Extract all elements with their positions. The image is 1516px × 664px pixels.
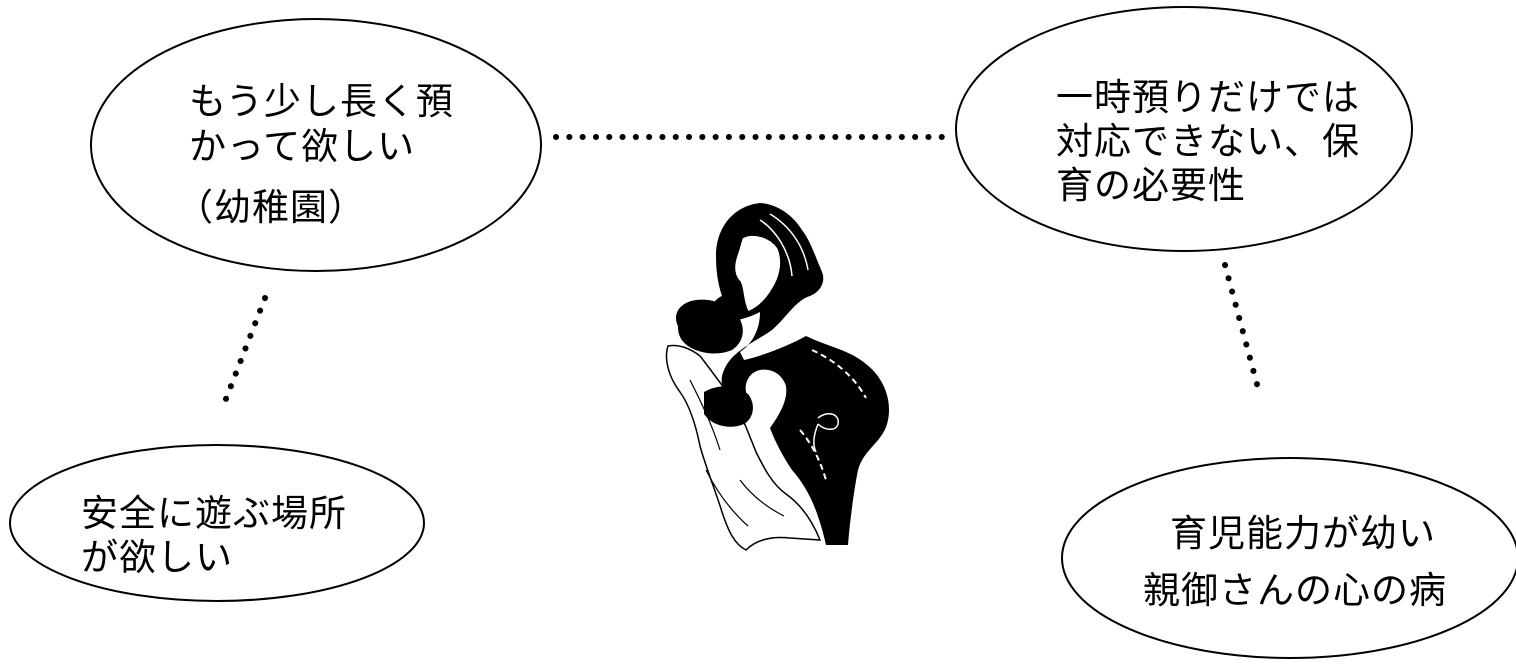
bubble-parenting-outline [1061,457,1516,659]
bubble-longer-care-line-1: もう少し長く預 [189,80,454,123]
bubble-longer-care-line-2: かって欲しい [189,125,416,168]
connector-left [221,295,268,407]
bubble-safe-play-line-2: が欲しい [81,536,233,579]
mother-baby-figure [665,203,890,551]
bubble-parenting-line-2: 親御さんの心の病 [1143,569,1447,612]
hair-strands [759,213,809,277]
mother-face [733,234,782,313]
sleeve-bow [813,413,839,453]
bubble-safe-play-line-1: 安全に遊ぶ場所 [81,492,347,535]
bubble-longer-care-outline [90,18,542,272]
bubble-safe-play-outline [9,444,425,602]
bubble-temporary-care-line-3: 育の必要性 [1056,164,1246,207]
bubble-temporary-care-outline [955,6,1413,252]
bubble-longer-care-line-3: （幼稚園） [176,186,366,229]
baby-head [676,299,743,354]
bubble-parenting-line-1: 育児能力が幼い [1170,512,1436,555]
connector-right [1222,262,1261,391]
mother-hand [704,386,753,427]
bubble-temporary-care-line-1: 一時預りだけでは [1056,76,1360,119]
bubble-temporary-care-line-2: 対応できない、保 [1056,120,1360,163]
sleeve-detail [799,349,867,481]
